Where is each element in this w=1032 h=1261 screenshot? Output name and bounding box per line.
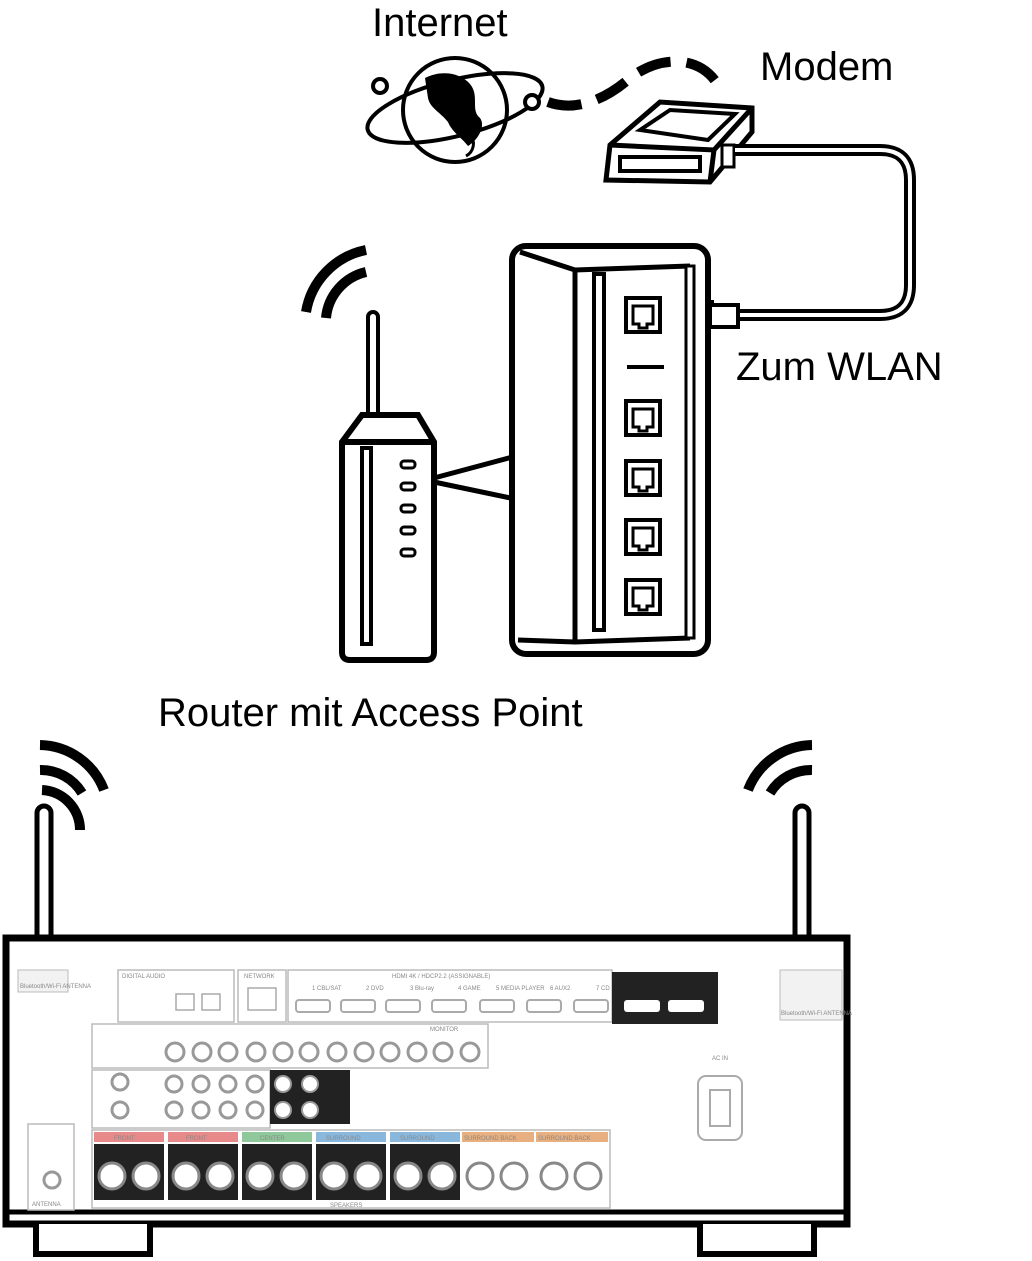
panel-antenna-right-label: Bluetooth/Wi-Fi ANTENNA xyxy=(781,1011,852,1017)
modem-router-cable xyxy=(735,144,916,321)
receiver-wifi-left-icon xyxy=(39,740,109,831)
speaker-label-surround-back-l: SURROUND BACK xyxy=(538,1136,591,1142)
hdmi-input-4: 4 GAME xyxy=(458,986,481,992)
hdmi-input-2: 2 DVD xyxy=(366,986,384,992)
speaker-terminals xyxy=(97,1161,603,1191)
av-receiver-rear-panel: Bluetooth/Wi-Fi ANTENNA Bluetooth/Wi-Fi … xyxy=(2,934,852,1257)
speaker-label-surround-back-r: SURROUND BACK xyxy=(464,1136,517,1142)
panel-antenna-label: ANTENNA xyxy=(32,1202,61,1208)
panel-hdmi-label: HDMI 4K / HDCP2.2 (ASSIGNABLE) xyxy=(392,974,490,980)
ac-in-socket xyxy=(697,1075,743,1141)
internet-label: Internet xyxy=(372,1,508,45)
hdmi-monitor-block xyxy=(612,972,718,1024)
zoom-callout xyxy=(433,452,521,503)
internet-globe-icon xyxy=(365,56,545,164)
speaker-label-center: CENTER xyxy=(260,1136,285,1142)
router-wifi-icon xyxy=(301,245,368,319)
hdmi-input-3: 3 Blu-ray xyxy=(410,986,434,992)
hdmi-ports xyxy=(295,999,609,1013)
router-ports xyxy=(624,296,662,616)
speaker-label-surround-r: SURROUND xyxy=(326,1136,361,1142)
panel-speakers-label: SPEAKERS xyxy=(330,1203,362,1209)
panel-network-label: NETWORK xyxy=(244,974,275,980)
hdmi-input-7: 7 CD xyxy=(596,986,610,992)
router-icon xyxy=(339,310,437,663)
zum-wlan-label: Zum WLAN xyxy=(736,345,943,389)
hdmi-input-6: 6 AUX2 xyxy=(550,986,571,992)
receiver-wifi-right-icon xyxy=(743,740,813,796)
modem-icon xyxy=(603,99,755,185)
rca-jacks-video xyxy=(164,1041,481,1063)
speaker-label-front-l: FRONT xyxy=(186,1136,207,1142)
hdmi-input-1: 1 CBL/SAT xyxy=(312,986,342,992)
router-label: Router mit Access Point xyxy=(158,691,583,735)
hdmi-input-5: 5 MEDIA PLAYER xyxy=(496,986,545,992)
router-detail xyxy=(509,243,711,657)
modem-label: Modem xyxy=(760,45,893,89)
speaker-label-surround-l: SURROUND xyxy=(400,1136,435,1142)
panel-antenna-left-label: Bluetooth/Wi-Fi ANTENNA xyxy=(20,984,91,990)
panel-ac-in-label: AC IN xyxy=(712,1056,728,1062)
panel-digital-audio-label: DIGITAL AUDIO xyxy=(122,974,165,980)
speaker-label-front-r: FRONT xyxy=(114,1136,135,1142)
rca-jacks-audio xyxy=(110,1072,265,1120)
internet-cable xyxy=(546,56,723,111)
panel-monitor-label: MONITOR xyxy=(430,1027,459,1033)
